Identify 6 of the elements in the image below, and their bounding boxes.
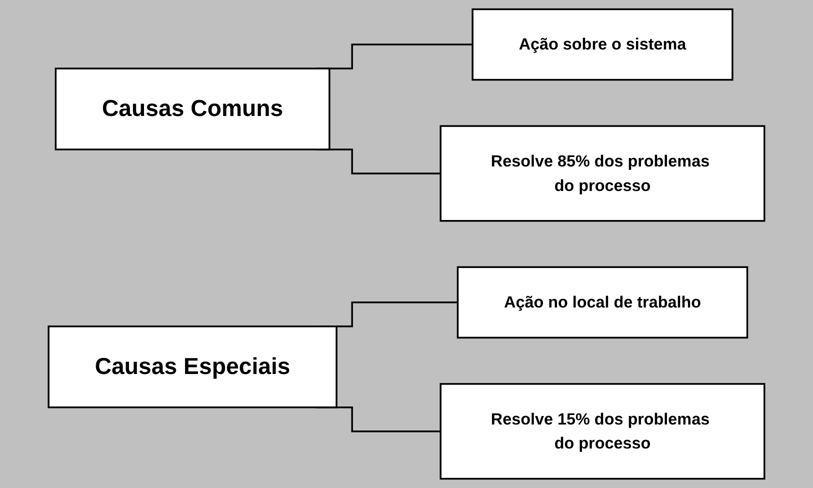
node-box: Causas Especiais bbox=[48, 326, 338, 408]
node-box: Ação sobre o sistema bbox=[472, 8, 734, 81]
node-box: Causas Comuns bbox=[54, 68, 330, 150]
node-box: Resolve 85% dos problemas do processo bbox=[440, 125, 766, 222]
node-box: Ação no local de trabalho bbox=[456, 266, 748, 339]
node-box: Resolve 15% dos problemas do processo bbox=[440, 383, 766, 480]
